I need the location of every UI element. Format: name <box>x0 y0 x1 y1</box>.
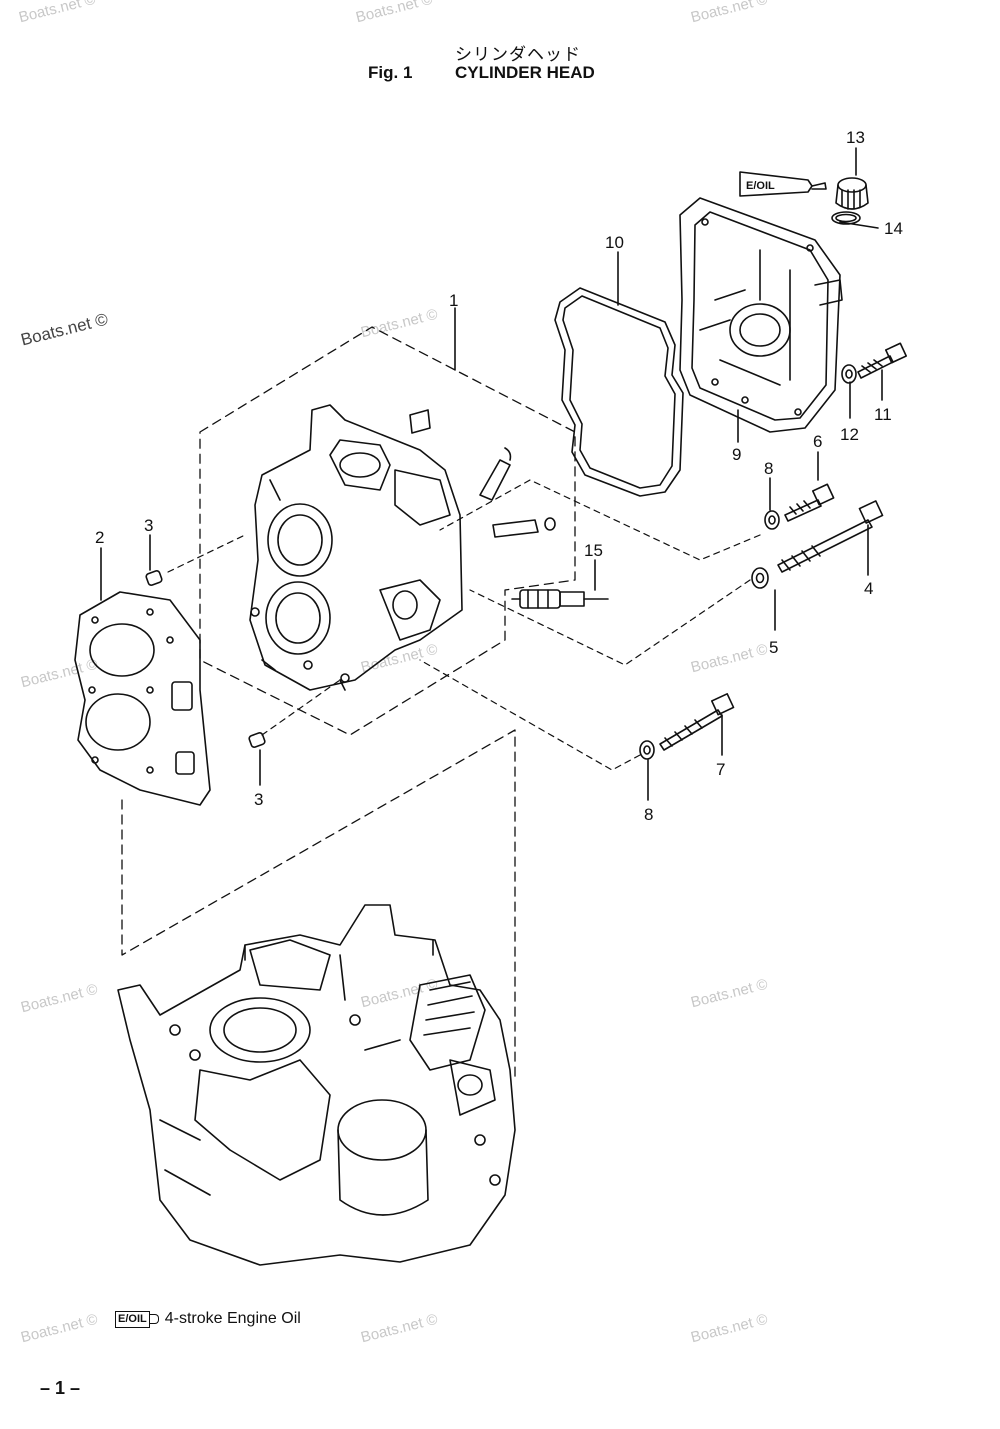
diagram-title: CYLINDER HEAD <box>455 63 595 82</box>
valve-guide-drawing <box>409 409 556 538</box>
engine-oil-legend-icon: E/OIL <box>115 1310 159 1328</box>
engine-oil-tube-label: E/OIL <box>746 180 775 192</box>
o-ring-drawing <box>831 211 861 225</box>
bolt-alignment-line <box>419 659 641 771</box>
washer-drawing-bottom <box>639 740 655 760</box>
bolt-alignment-line <box>167 534 246 573</box>
callout-11: 11 <box>874 405 892 424</box>
washer-drawing-top <box>764 510 780 530</box>
cylinder-block-drawing <box>117 904 516 1266</box>
bolt-alignment-line <box>261 679 341 736</box>
leader-line-14 <box>839 221 879 229</box>
callout-7: 7 <box>716 760 725 779</box>
callout-10: 10 <box>605 233 624 252</box>
cylinder-head-drawing <box>249 404 463 691</box>
callout-4: 4 <box>864 579 873 598</box>
callout-3-upper: 3 <box>144 516 153 535</box>
cover-gasket-drawing <box>554 287 684 497</box>
block-guide-line <box>121 729 516 1081</box>
cover-bolt-drawing <box>857 342 908 379</box>
callout-15: 15 <box>584 541 603 560</box>
callout-5: 5 <box>769 638 778 657</box>
callout-9: 9 <box>732 445 741 464</box>
assembly-outline <box>199 326 576 736</box>
callout-8-upper: 8 <box>764 459 773 478</box>
legend-text: 4-stroke Engine Oil <box>164 1310 301 1327</box>
legend: E/OIL 4-stroke Engine Oil <box>115 1310 301 1328</box>
cover-washer-drawing <box>841 364 857 384</box>
cylinder-head-cover-drawing <box>679 197 843 433</box>
short-bolt-drawing <box>784 483 835 522</box>
callout-8-lower: 8 <box>644 805 653 824</box>
dowel-pin-lower <box>248 732 266 748</box>
engine-oil-tube-icon <box>739 171 827 197</box>
dowel-pin-upper <box>145 570 163 586</box>
callout-14: 14 <box>884 219 903 238</box>
spark-plug-drawing <box>511 589 609 609</box>
page-number: – 1 – <box>40 1378 81 1398</box>
japanese-title: シリンダヘッド <box>455 45 581 65</box>
long-bolt-drawing <box>777 500 884 573</box>
bolt-alignment-line <box>469 579 751 666</box>
callout-13: 13 <box>846 128 865 147</box>
callout-1: 1 <box>449 291 458 310</box>
figure-number: Fig. 1 <box>368 63 413 82</box>
washer-drawing-middle <box>751 567 769 589</box>
legend-tube-label: E/OIL <box>115 1310 150 1328</box>
head-gasket-drawing <box>74 591 211 806</box>
medium-bolt-drawing <box>659 693 735 751</box>
oil-filler-cap-drawing <box>835 177 869 210</box>
bolt-alignment-line <box>439 479 761 561</box>
callout-12: 12 <box>840 425 859 444</box>
callout-3-lower: 3 <box>254 790 263 809</box>
callout-6: 6 <box>813 432 822 451</box>
callout-2: 2 <box>95 528 104 547</box>
